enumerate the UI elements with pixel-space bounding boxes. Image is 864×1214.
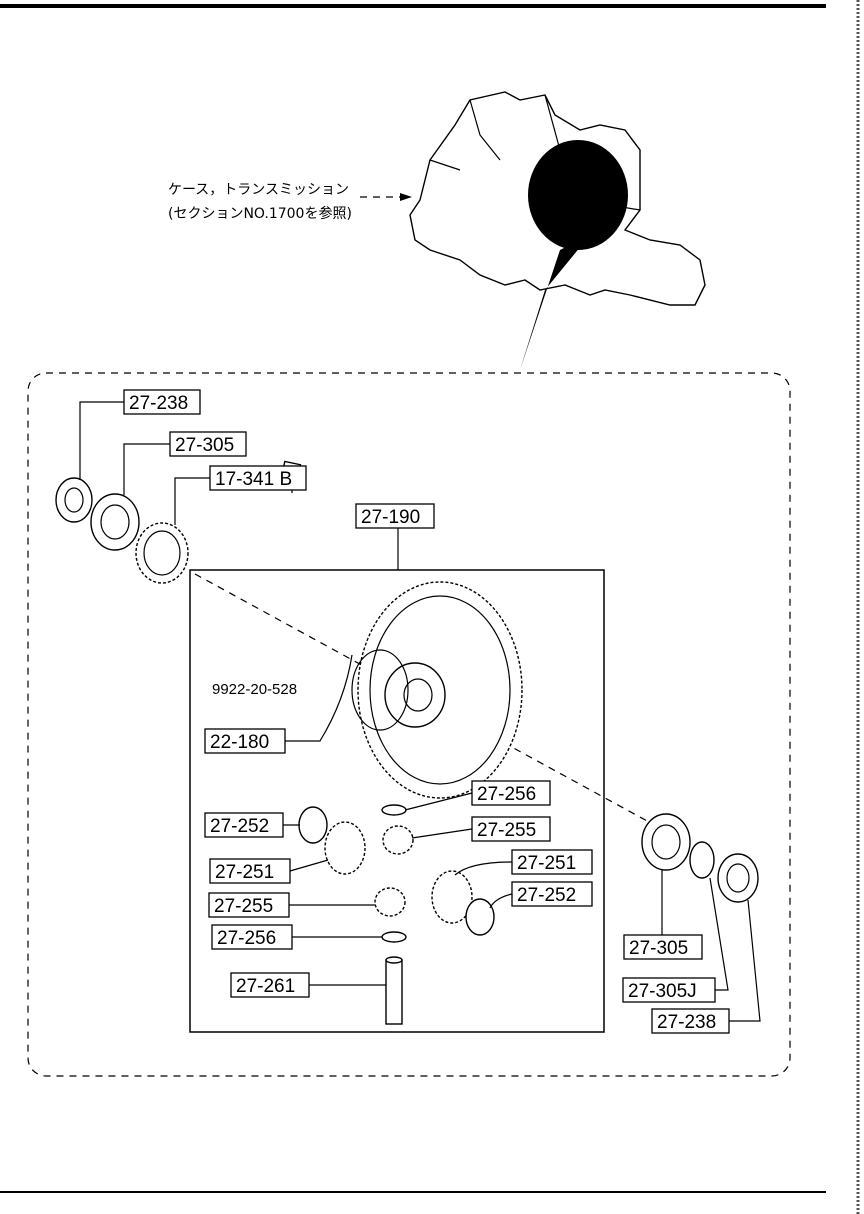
callout-label: 27-251	[517, 853, 576, 874]
callout-label: 27-305	[629, 938, 688, 959]
callout-label: 27-305	[175, 435, 234, 456]
bearing-left-illustration	[90, 493, 140, 551]
speedo-gear-illustration	[135, 522, 189, 584]
callout-27-238-right: 27-238	[651, 1008, 730, 1034]
washer-top-illustration	[381, 804, 407, 816]
differential-assembly-box	[189, 569, 605, 1033]
callout-label: 27-256	[217, 928, 276, 949]
callout-27-238-left: 27-238	[123, 389, 201, 415]
side-gear-right-illustration	[431, 870, 473, 924]
bearing-cup-right-illustration	[717, 853, 759, 903]
callout-label: 27-255	[477, 820, 536, 841]
callout-27-251-right: 27-251	[511, 849, 593, 875]
callout-label: 27-190	[361, 507, 420, 528]
shim-right-illustration	[689, 841, 715, 879]
callout-label: 27-261	[236, 976, 295, 997]
callout-label: 27-256	[477, 784, 536, 805]
callout-17-341b: 17-341 B	[209, 465, 307, 491]
callout-27-251-left: 27-251	[209, 858, 291, 884]
callout-label: 27-252	[517, 885, 576, 906]
case-caption-line1: ケース，トランスミッション	[168, 182, 349, 198]
callout-27-255-bottom: 27-255	[208, 892, 290, 918]
pinion-bottom-illustration	[374, 887, 406, 917]
key-part-number: 9922-20-528	[212, 681, 297, 698]
callout-label: 27-255	[214, 896, 273, 917]
callout-27-190: 27-190	[355, 503, 435, 529]
callout-label: 17-341 B	[215, 469, 292, 490]
callout-label: 22-180	[210, 732, 269, 753]
bearing-right-illustration	[641, 813, 691, 871]
callout-27-261: 27-261	[230, 972, 310, 998]
callout-label: 27-305J	[628, 981, 697, 1002]
callout-27-305j: 27-305J	[622, 977, 716, 1003]
thrust-washer-left-illustration	[298, 806, 328, 844]
callout-27-252-left: 27-252	[204, 812, 284, 838]
bearing-cup-left-illustration	[55, 477, 93, 523]
callout-27-305-left: 27-305	[169, 431, 247, 457]
callout-27-256-bottom: 27-256	[211, 924, 293, 950]
callout-label: 27-238	[129, 393, 188, 414]
callout-27-305-right: 27-305	[623, 934, 703, 960]
leader-lines	[79, 401, 761, 1022]
callout-label: 27-252	[210, 816, 269, 837]
case-bore-dark	[528, 140, 628, 250]
case-caption-line2: (セクションNO.1700を参照)	[168, 205, 352, 222]
group-boundary	[27, 372, 791, 1077]
thrust-washer-right-illustration	[465, 898, 495, 936]
transmission-case-illustration	[360, 91, 706, 370]
ring-gear-illustration	[351, 581, 523, 799]
pinion-shaft-illustration	[385, 956, 403, 1025]
callout-27-252-right: 27-252	[511, 881, 593, 907]
callout-27-255-top: 27-255	[471, 816, 551, 842]
side-gear-left-illustration	[324, 821, 366, 875]
callout-label: 27-238	[657, 1012, 716, 1033]
callout-27-256-top: 27-256	[471, 780, 551, 806]
pinion-top-illustration	[382, 825, 414, 855]
washer-bottom-illustration	[381, 931, 407, 943]
callout-22-180: 22-180	[204, 728, 286, 754]
callout-label: 27-251	[215, 862, 274, 883]
